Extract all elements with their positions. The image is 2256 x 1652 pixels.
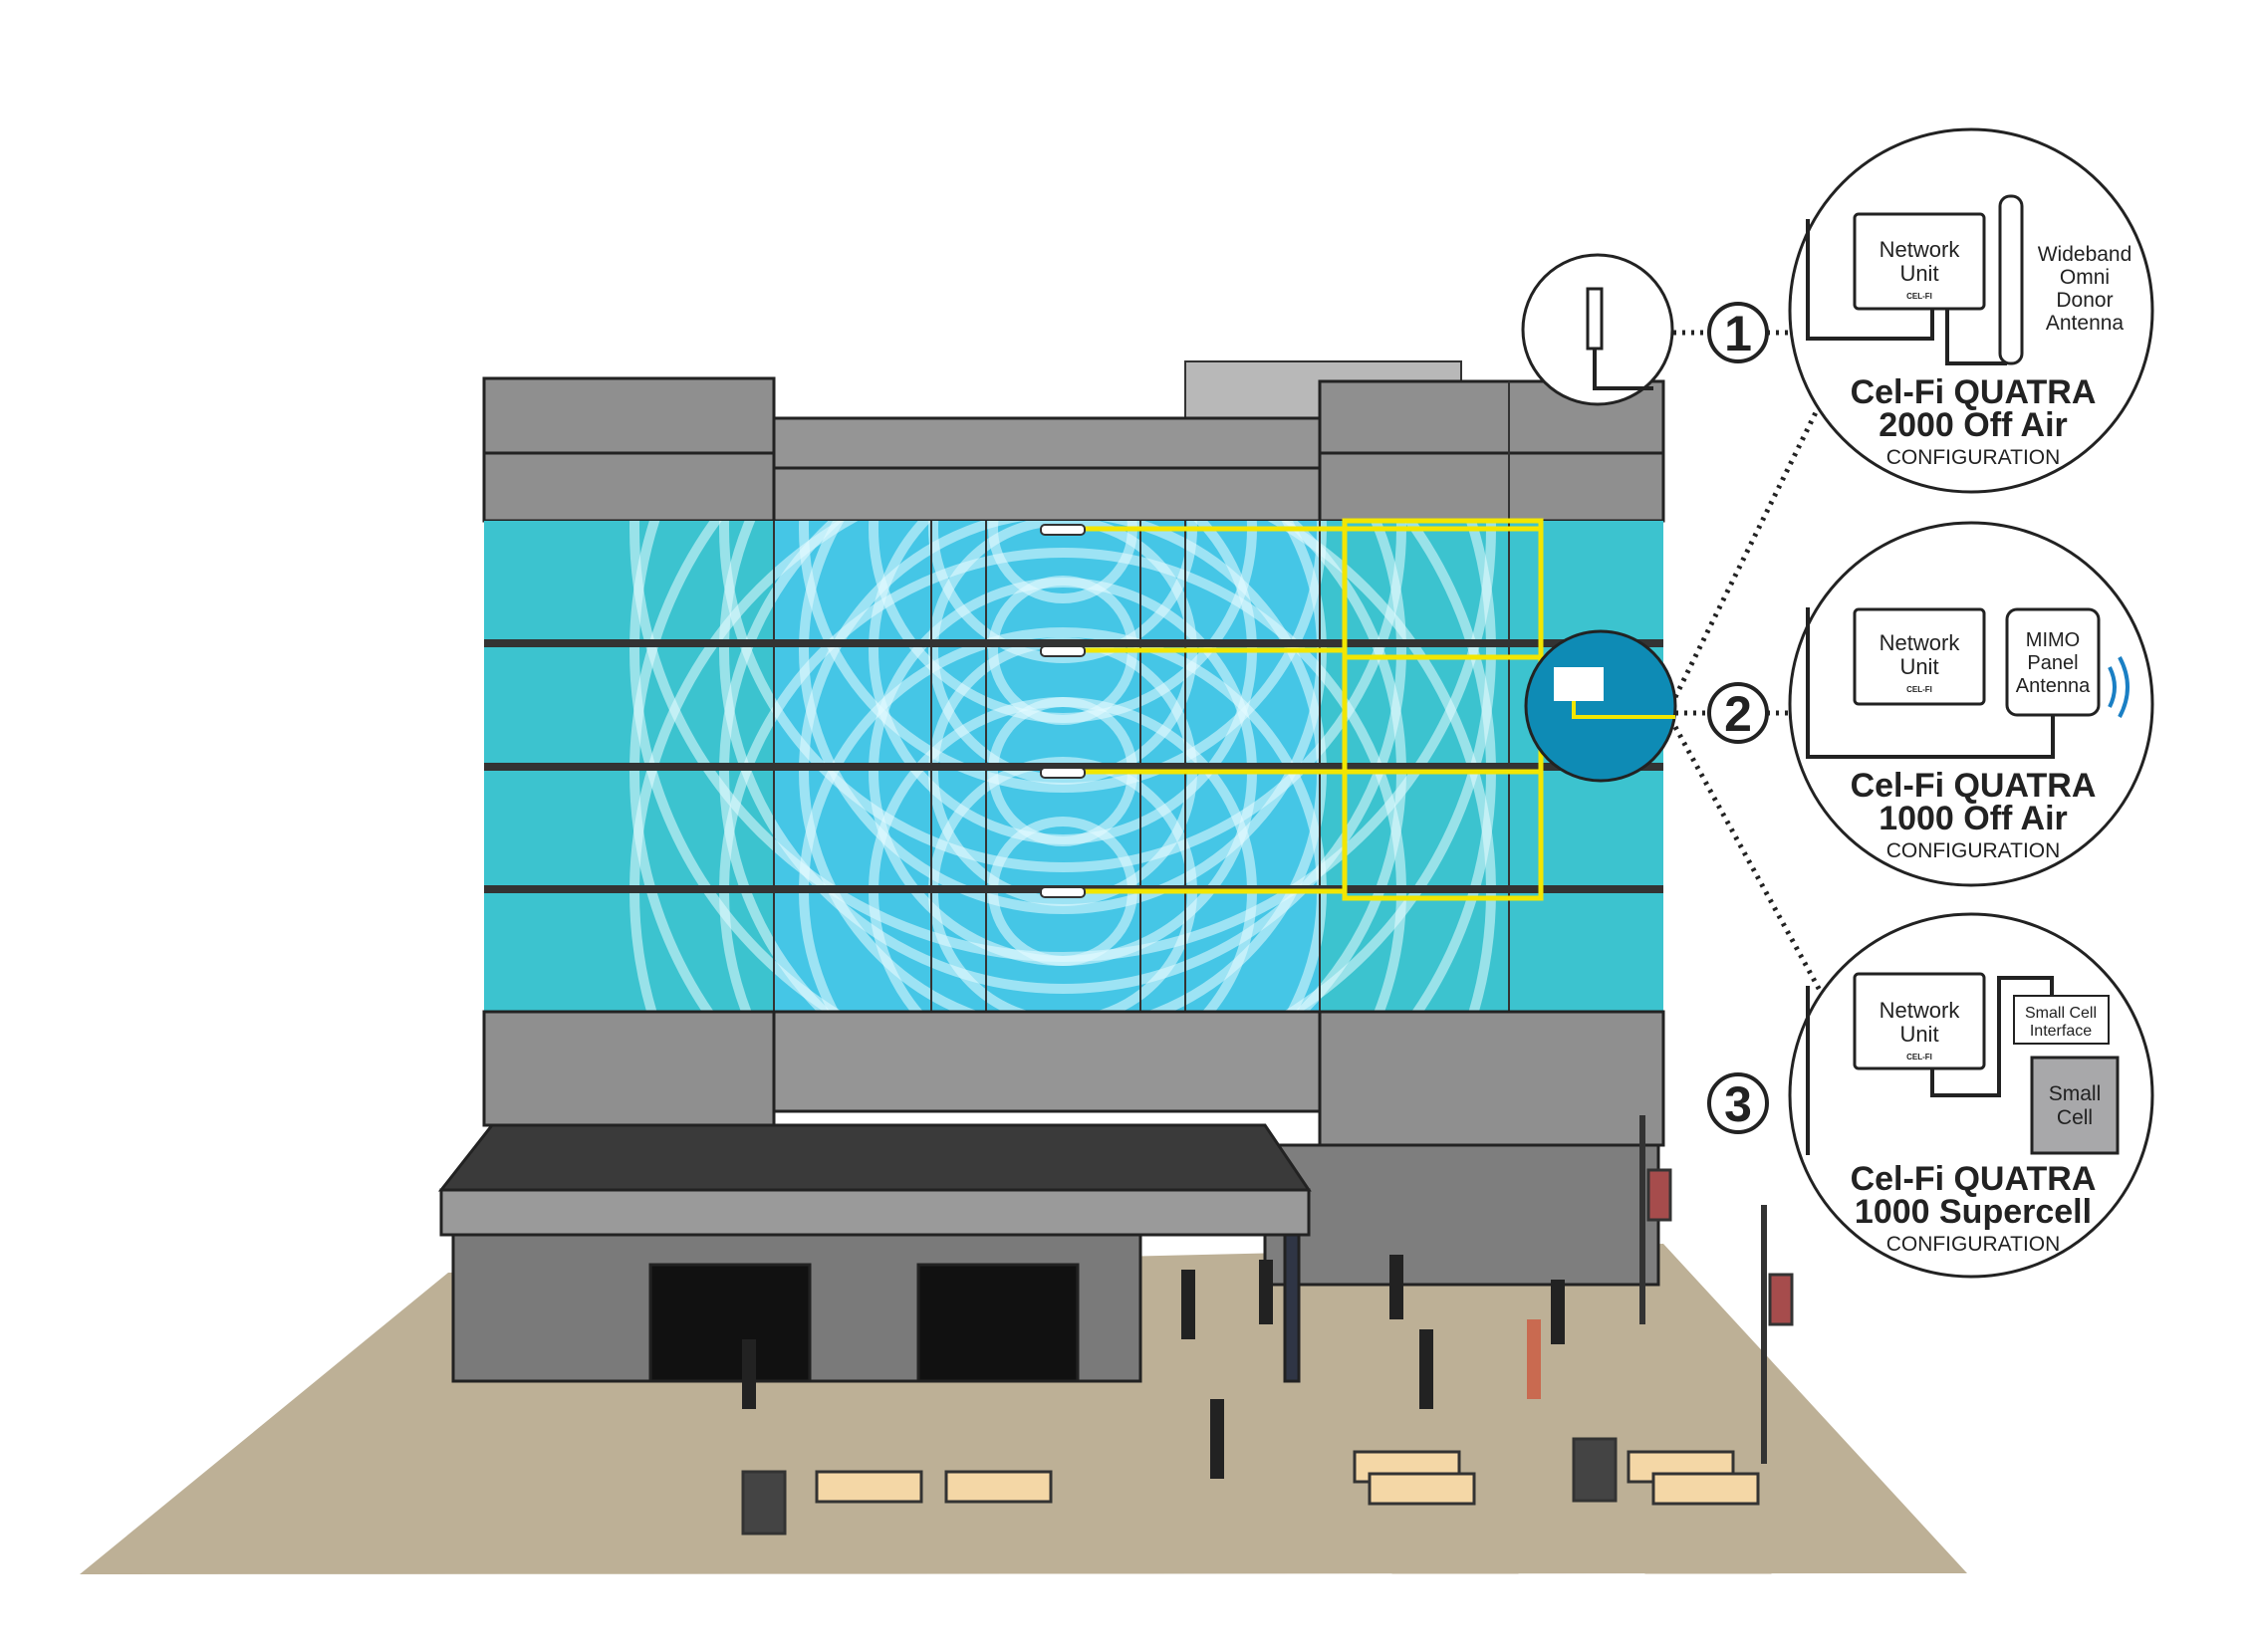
badge-1: 1	[1724, 306, 1752, 361]
svg-text:Unit: Unit	[1899, 1022, 1938, 1047]
omni-antenna-icon	[1998, 194, 2024, 365]
omni-antenna-icon	[1586, 287, 1604, 351]
svg-text:2000 Off Air: 2000 Off Air	[1879, 406, 2068, 444]
svg-text:Omni: Omni	[2060, 266, 2110, 289]
signal-arc	[719, 521, 1406, 994]
config-circle-3: Network Unit CEL-FI Small Cell Interface…	[1788, 912, 2154, 1279]
entrance-door-right	[916, 1263, 1080, 1383]
number-badges: 1 2 3	[1707, 302, 1769, 1134]
svg-text:Unit: Unit	[1899, 261, 1938, 286]
svg-text:CEL-FI: CEL-FI	[1906, 292, 1932, 301]
small-cell-icon	[2030, 1056, 2120, 1155]
network-unit-icon	[1853, 212, 1986, 311]
svg-text:Cel-Fi QUATRA: Cel-Fi QUATRA	[1851, 767, 2097, 805]
svg-text:1000 Supercell: 1000 Supercell	[1855, 1193, 2092, 1231]
svg-text:CEL-FI: CEL-FI	[1906, 1053, 1932, 1062]
svg-text:CEL-FI: CEL-FI	[1906, 685, 1932, 694]
building-lower	[482, 1010, 1665, 1287]
signal-waves-icon	[2108, 656, 2130, 718]
network-unit-location-callout	[1524, 629, 1677, 783]
config-circle-1: Network Unit CEL-FI Wideband Omni Donor …	[1788, 127, 2154, 494]
svg-text:Antenna: Antenna	[2016, 675, 2091, 697]
rooftop-antenna-callout	[1521, 253, 1674, 406]
svg-text:Small: Small	[2049, 1082, 2102, 1105]
coax-cabling	[1063, 518, 1544, 901]
plaza-furniture	[741, 1115, 1794, 1535]
badge-2: 2	[1724, 686, 1752, 742]
svg-text:Cel-Fi QUATRA: Cel-Fi QUATRA	[1851, 373, 2097, 411]
network-unit-icon	[1853, 607, 1986, 706]
svg-text:Cel-Fi QUATRA: Cel-Fi QUATRA	[1851, 1160, 2097, 1198]
callout-connectors	[1672, 330, 1826, 998]
svg-text:Panel: Panel	[2027, 652, 2078, 674]
svg-text:Network: Network	[1880, 630, 1961, 655]
ceiling-antennas	[1040, 524, 1086, 898]
badge-3: 3	[1724, 1076, 1752, 1132]
people	[742, 1255, 1565, 1479]
svg-text:Network: Network	[1880, 237, 1961, 262]
svg-text:Interface: Interface	[2030, 1023, 2092, 1040]
svg-text:Small Cell: Small Cell	[2025, 1005, 2097, 1022]
svg-text:Donor: Donor	[2056, 289, 2113, 312]
svg-text:CONFIGURATION: CONFIGURATION	[1886, 446, 2061, 469]
signal-arc	[629, 521, 1496, 1012]
svg-text:1000 Off Air: 1000 Off Air	[1879, 800, 2068, 837]
config-circle-2: Network Unit CEL-FI MIMO Panel Antenna C…	[1788, 521, 2154, 887]
entrance-door-left	[648, 1263, 812, 1383]
entrance-podium	[437, 1123, 1312, 1383]
svg-text:CONFIGURATION: CONFIGURATION	[1886, 839, 2061, 862]
svg-text:Cell: Cell	[2057, 1106, 2093, 1129]
svg-text:Wideband: Wideband	[2038, 243, 2132, 266]
small-cell-interface-icon	[2013, 995, 2110, 1045]
svg-text:Unit: Unit	[1899, 654, 1938, 679]
svg-text:CONFIGURATION: CONFIGURATION	[1886, 1233, 2061, 1256]
network-unit-icon	[1853, 972, 1986, 1070]
svg-text:Network: Network	[1880, 998, 1961, 1023]
svg-text:MIMO: MIMO	[2026, 629, 2080, 651]
building-upper	[482, 376, 1665, 523]
svg-text:Antenna: Antenna	[2046, 312, 2125, 335]
